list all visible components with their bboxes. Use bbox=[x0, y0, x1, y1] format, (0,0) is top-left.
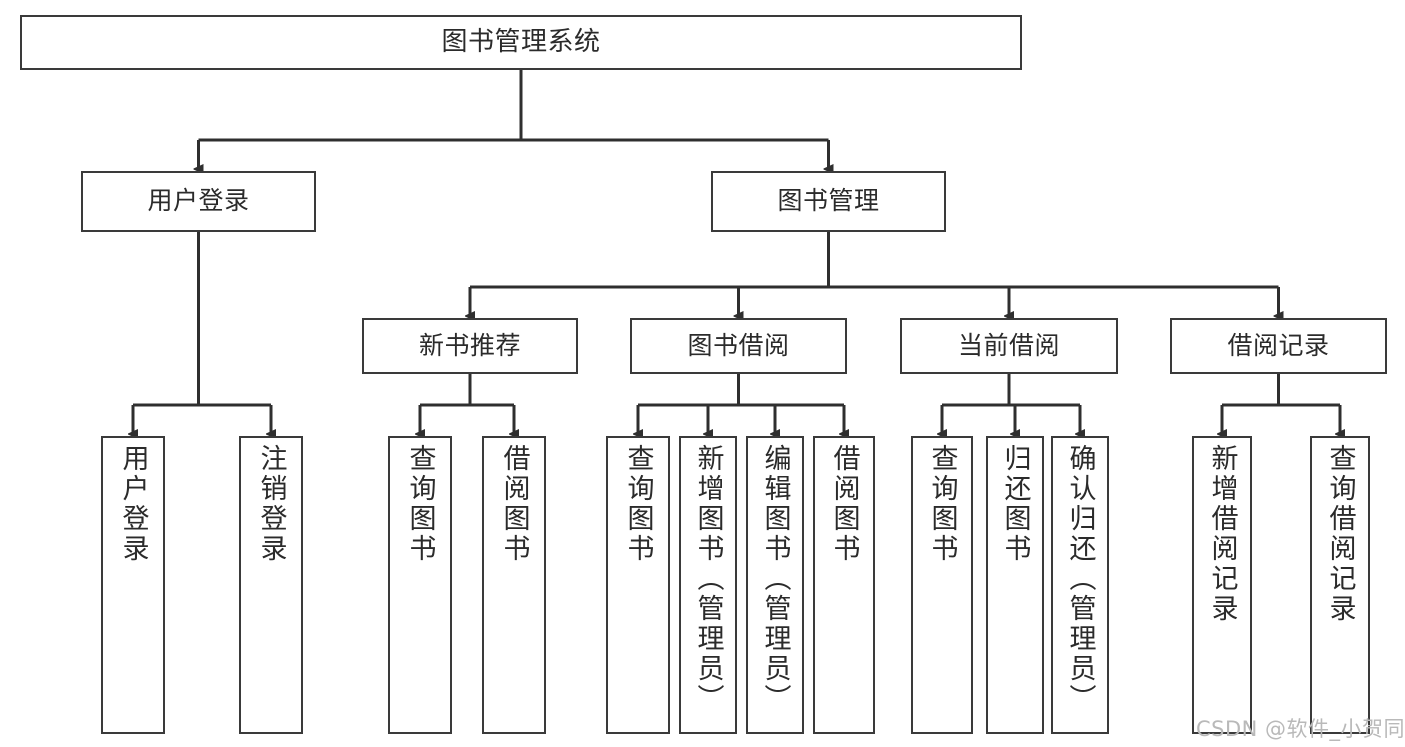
node-label: 借阅图书 bbox=[828, 444, 860, 564]
node-l_addbook[interactable]: 新增图书（管理员） bbox=[679, 436, 737, 734]
node-l_bbook1[interactable]: 借阅图书 bbox=[482, 436, 546, 734]
node-bookmgmt[interactable]: 图书管理 bbox=[711, 171, 946, 232]
node-l_userlogin[interactable]: 用户登录 bbox=[101, 436, 165, 734]
node-label: 新增借阅记录 bbox=[1206, 444, 1238, 624]
node-root[interactable]: 图书管理系统 bbox=[20, 15, 1022, 70]
node-label: 用户登录 bbox=[117, 444, 149, 564]
node-newbook[interactable]: 新书推荐 bbox=[362, 318, 578, 374]
node-label: 图书借阅 bbox=[687, 330, 790, 360]
node-l_qrec[interactable]: 查询借阅记录 bbox=[1310, 436, 1370, 734]
node-label: 借阅记录 bbox=[1227, 330, 1330, 360]
node-l_logout[interactable]: 注销登录 bbox=[239, 436, 303, 734]
node-l_bbook2[interactable]: 借阅图书 bbox=[813, 436, 875, 734]
node-l_editbook[interactable]: 编辑图书（管理员） bbox=[746, 436, 804, 734]
node-l_qbook1[interactable]: 查询图书 bbox=[388, 436, 452, 734]
node-l_return[interactable]: 归还图书 bbox=[986, 436, 1044, 734]
node-label: 查询图书 bbox=[926, 444, 958, 564]
node-l_addrec[interactable]: 新增借阅记录 bbox=[1192, 436, 1252, 734]
node-label: 查询借阅记录 bbox=[1324, 444, 1356, 624]
node-label: 新书推荐 bbox=[418, 330, 521, 360]
node-records[interactable]: 借阅记录 bbox=[1170, 318, 1387, 374]
node-login[interactable]: 用户登录 bbox=[81, 171, 316, 232]
node-label: 查询图书 bbox=[622, 444, 654, 564]
node-l_qbook3[interactable]: 查询图书 bbox=[911, 436, 973, 734]
node-label: 新增图书（管理员） bbox=[692, 444, 724, 714]
node-l_confirm[interactable]: 确认归还（管理员） bbox=[1051, 436, 1109, 734]
csdn-watermark: CSDN @软件_小贺同学 bbox=[1196, 717, 1405, 741]
node-label: 编辑图书（管理员） bbox=[759, 444, 791, 714]
node-l_qbook2[interactable]: 查询图书 bbox=[606, 436, 670, 734]
node-label: 归还图书 bbox=[999, 444, 1031, 564]
node-label: 确认归还（管理员） bbox=[1064, 444, 1096, 714]
node-label: 用户登录 bbox=[147, 186, 250, 216]
node-label: 查询图书 bbox=[404, 444, 436, 564]
node-label: 借阅图书 bbox=[498, 444, 530, 564]
node-current[interactable]: 当前借阅 bbox=[900, 318, 1118, 374]
node-label: 注销登录 bbox=[255, 444, 287, 564]
node-borrow[interactable]: 图书借阅 bbox=[630, 318, 847, 374]
node-label: 图书管理 bbox=[777, 186, 880, 216]
node-label: 图书管理系统 bbox=[441, 26, 601, 57]
node-label: 当前借阅 bbox=[957, 330, 1060, 360]
